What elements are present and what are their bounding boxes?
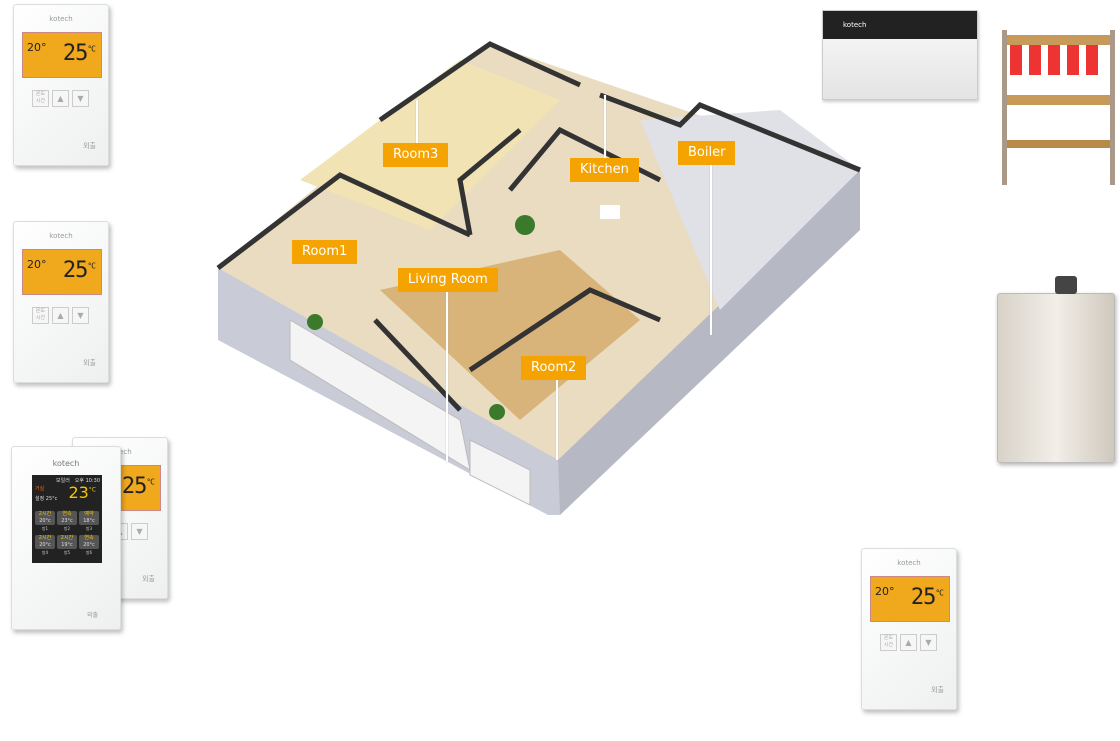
setpoint: 20° [27, 41, 47, 54]
room-zone-name: 방4 [41, 550, 49, 555]
setpoint: 20° [27, 258, 47, 271]
setpoint: 설정 25°c [35, 496, 58, 502]
lcd-display: 20° 25°C [870, 576, 950, 622]
label-living-room[interactable]: Living Room [398, 268, 498, 292]
kitchen-pointer [604, 95, 606, 160]
up-button[interactable]: ▲ [900, 634, 917, 651]
room-zone-name: 방5 [63, 550, 71, 555]
setpoint: 20° [875, 585, 895, 598]
exit-label: 외출 [86, 612, 98, 619]
down-button[interactable]: ▼ [920, 634, 937, 651]
current-temp: 25°C [121, 474, 155, 499]
room-zone-name: 방2 [63, 526, 71, 531]
up-button[interactable]: ▲ [52, 307, 69, 324]
lcd-display: 20° 25°C [22, 249, 102, 295]
down-button[interactable]: ▼ [72, 90, 89, 107]
exit-button[interactable]: 외출 [142, 575, 155, 583]
room3-pointer [416, 100, 418, 145]
screen-time: 오후 10:30 [74, 478, 100, 484]
current-temp: 25°C [62, 258, 96, 283]
room2-pointer [556, 380, 558, 460]
room-controller: kotech [822, 10, 978, 100]
room-zone-name: 방3 [85, 526, 93, 531]
label-kitchen[interactable]: Kitchen [570, 158, 639, 182]
boiler-flue [1055, 276, 1077, 294]
label-room1[interactable]: Room1 [292, 240, 358, 264]
up-button[interactable]: ▲ [52, 90, 69, 107]
label-boiler[interactable]: Boiler [678, 141, 736, 165]
label-room3[interactable]: Room3 [383, 143, 449, 167]
boiler-pointer [710, 165, 712, 335]
label-room2[interactable]: Room2 [521, 356, 587, 380]
exit-button[interactable]: 외출 [931, 686, 944, 694]
exit-button[interactable]: 외출 [83, 142, 96, 150]
current-temp: 25°C [910, 585, 944, 610]
screen-header: 보일러 [56, 478, 70, 484]
lcd-display: 20° 25°C [22, 32, 102, 78]
down-button[interactable]: ▼ [72, 307, 89, 324]
zone-title: 거실 [35, 486, 45, 492]
current-temp: 23°C [68, 483, 96, 502]
controller-brand: kotech [843, 21, 867, 29]
exit-button[interactable]: 외출 [83, 359, 96, 367]
living-pointer [446, 292, 448, 462]
brand-logo: kotech [49, 232, 73, 240]
current-temp: 25°C [62, 41, 96, 66]
brand-logo: kotech [49, 15, 73, 23]
down-button[interactable]: ▼ [131, 523, 148, 540]
room-zone-name: 방6 [85, 550, 93, 555]
boiler-unit [997, 293, 1115, 463]
brand-logo: kotech [52, 459, 80, 468]
room-zone-name: 방1 [41, 526, 49, 531]
brand-logo: kotech [897, 559, 921, 567]
manifold [1000, 10, 1118, 185]
